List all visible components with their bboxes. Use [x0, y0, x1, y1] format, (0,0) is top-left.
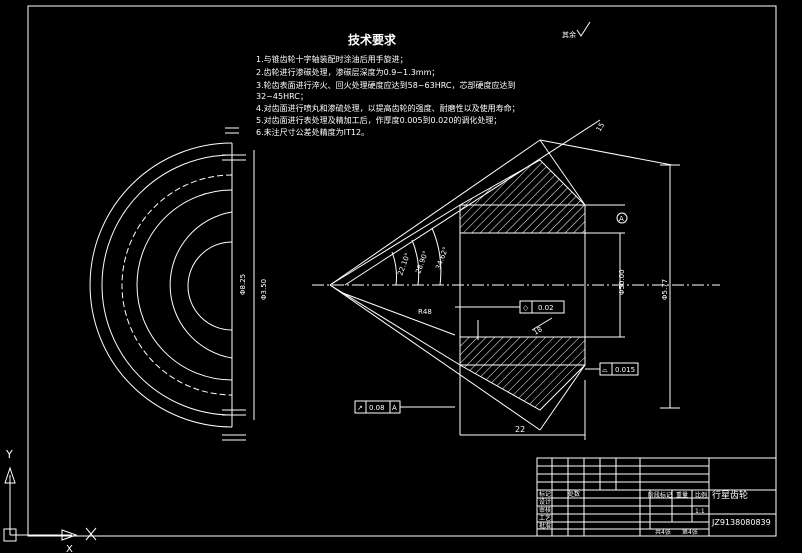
- tech-requirements-title: 技术要求: [348, 32, 397, 47]
- small-note-dim: 15: [595, 121, 606, 133]
- title-block: [536, 457, 777, 537]
- left-half-view: [89, 127, 255, 441]
- tech-req-5: 4.对齿面进行喷丸和渗硫处理，以提高齿轮的强度、耐磨性以及使用寿命；: [256, 103, 520, 113]
- angle-dim-1: 34.62°: [434, 246, 450, 271]
- title-label-stage: 阶段标记: [648, 491, 672, 499]
- radius-dim: R48: [418, 308, 432, 316]
- ucs-y-label: Y: [5, 448, 13, 461]
- svg-text:⌓: ⌓: [602, 366, 608, 374]
- title-scale-value: 1:1: [695, 508, 705, 515]
- ucs-x-label: X: [66, 544, 73, 553]
- title-label-count: 处数: [568, 490, 580, 498]
- title-label-review: 审核: [539, 506, 551, 514]
- drawing-border: [27, 5, 777, 537]
- sheet-number: 第4张: [682, 528, 698, 536]
- svg-text:↗: ↗: [357, 404, 363, 412]
- hatch-bottom: [459, 336, 586, 411]
- title-label-scale: 比例: [695, 491, 707, 499]
- sheet-total: 共4张: [655, 528, 671, 536]
- roughness-symbol: 其余: [562, 21, 591, 39]
- datum-a-marker: A: [616, 212, 628, 224]
- gdt-frame-3: ↗ 0.08 A: [354, 400, 401, 414]
- tech-req-6: 5.对齿面进行表处理及精加工后，作厚度0.005到0.020的调化处理；: [256, 115, 501, 125]
- svg-text:◇: ◇: [523, 304, 529, 312]
- gdt3-datum: A: [392, 404, 397, 412]
- gdt2-value: 0.015: [615, 366, 635, 374]
- tech-req-2: 2.齿轮进行渗碳处理，渗碳层深度为0.9~1.3mm；: [256, 67, 439, 77]
- width-dim: 22: [515, 425, 525, 434]
- gdt3-value: 0.08: [369, 404, 385, 412]
- title-label-mark: 标记: [539, 490, 551, 498]
- angle-dim-3: 22.10°: [396, 252, 412, 277]
- title-label-design: 设计: [539, 498, 551, 506]
- gdt-frame-1: ◇ 0.02: [519, 300, 565, 314]
- title-label-process: 工艺: [539, 514, 551, 522]
- title-label-weight: 重量: [676, 491, 688, 499]
- left-dim-2: Φ3.50: [260, 279, 268, 300]
- drawing-number: JZ9138080839: [711, 518, 771, 527]
- gdt-frame-2: ⌓ 0.015: [599, 362, 639, 376]
- roughness-note: 其余: [562, 30, 576, 39]
- hatch-top: [459, 159, 586, 234]
- right-dim-2: Φ5.77: [661, 279, 669, 300]
- tech-requirements-list: 1.与锥齿轮十字轴装配时涂油后用手旋进； 2.齿轮进行渗碳处理，渗碳层深度为0.…: [256, 54, 520, 137]
- tech-req-1: 1.与锥齿轮十字轴装配时涂油后用手旋进；: [256, 54, 408, 64]
- right-dim-1: Φ50.00: [618, 269, 626, 295]
- title-label-approve: 批准: [539, 522, 551, 530]
- part-name: 行星齿轮: [712, 489, 748, 501]
- datum-a-label: A: [619, 215, 624, 223]
- tech-req-3: 3.轮齿表面进行淬火、回火处理硬度应达到58~63HRC，芯部硬度应达到: [256, 80, 515, 90]
- tech-req-7: 6.未注尺寸公差处精度为IT12。: [256, 127, 369, 137]
- ucs-icon: [3, 466, 97, 542]
- tooth-dim: 18: [532, 325, 544, 336]
- gdt1-value: 0.02: [538, 304, 554, 312]
- tech-req-4: 32~45HRC；: [256, 92, 308, 101]
- left-dim-1: Φ8.25: [239, 274, 247, 295]
